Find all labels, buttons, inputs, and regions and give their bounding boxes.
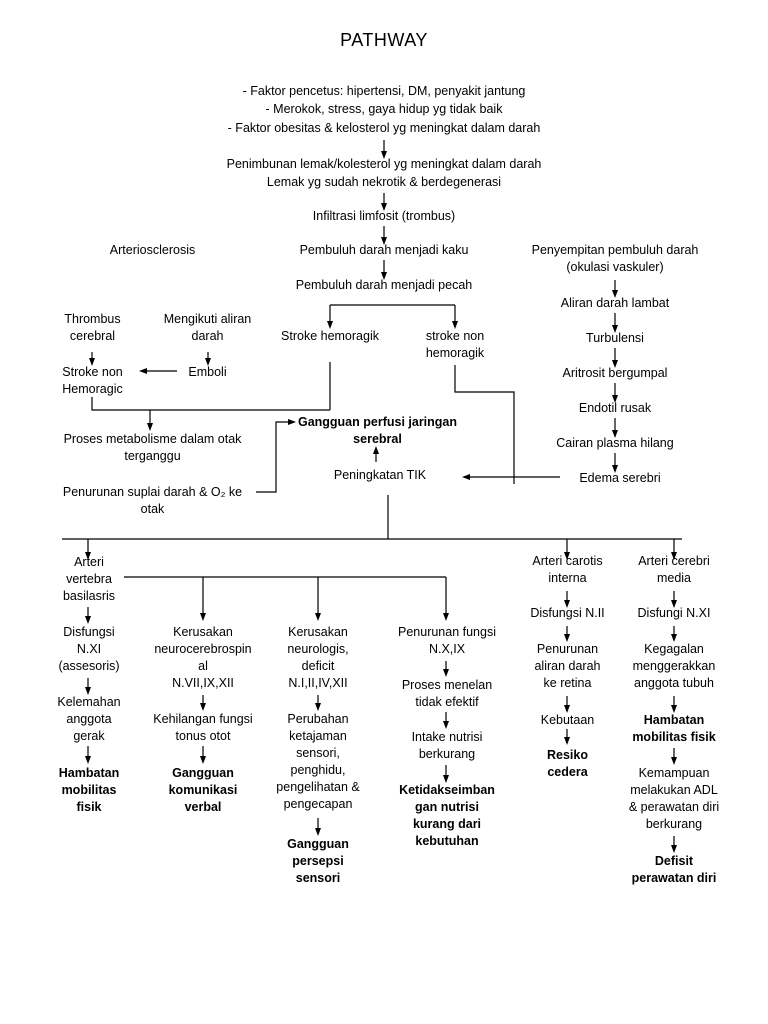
node-peningkatan-tik: Peningkatan TIK: [333, 468, 427, 482]
arrow-suplai-gangguan: [256, 419, 296, 493]
node-disfungsi-nii: Disfungsi N.II: [530, 606, 605, 620]
node-aritrosit: Aritrosit bergumpal: [562, 366, 668, 380]
node-kegagalan: Kegagalan menggerakkan anggota tubuh: [632, 642, 716, 690]
node-pembuluh-kaku: Pembuluh darah menjadi kaku: [299, 243, 469, 257]
node-kerusakan-neurologis: Kerusakan neurologis, deficit N.I,II,IV,…: [287, 625, 349, 690]
node-stroke-non-hemoragik: stroke non hemoragik: [425, 329, 485, 360]
node-resiko-cedera: Resiko cedera: [547, 748, 588, 779]
node-proses-metabolisme: Proses metabolisme dalam otak terganggu: [63, 432, 242, 463]
node-turbulensi: Turbulensi: [586, 331, 644, 345]
node-arteriosclerosis: Arteriosclerosis: [109, 243, 196, 257]
node-kehilangan-fungsi: Kehilangan fungsi tonus otot: [153, 712, 253, 743]
node-emboli: Emboli: [188, 365, 227, 379]
node-intake-nutrisi: Intake nutrisi berkurang: [411, 730, 483, 761]
node-disfungsi-nxi: Disfungsi N.XI (assesoris): [58, 625, 120, 673]
node-endotil: Endotil rusak: [578, 401, 652, 415]
node-hambatan-mobilitas-2: Hambatan mobilitas fisik: [632, 713, 716, 744]
node-arteri-vertebra: Arteri vertebra basilasris: [62, 555, 116, 603]
node-infiltrasi: Infiltrasi limfosit (trombus): [312, 209, 456, 223]
page-title: PATHWAY: [340, 30, 428, 50]
node-thrombus-cerebral: Thrombus cerebral: [64, 312, 121, 343]
node-mengikuti-aliran: Mengikuti aliran darah: [163, 312, 252, 343]
node-gangguan-komunikasi: Gangguan komunikasi verbal: [168, 766, 238, 814]
node-aliran-lambat: Aliran darah lambat: [560, 296, 670, 310]
node-proses-menelan: Proses menelan tidak efektif: [401, 678, 493, 709]
node-arteri-cerebri: Arteri cerebri media: [638, 554, 710, 585]
node-disfungi-nxi: Disfungi N.XI: [637, 606, 711, 620]
node-kebutaan: Kebutaan: [540, 713, 595, 727]
node-defisit-perawatan: Defisit perawatan diri: [631, 854, 717, 885]
node-faktor-obesitas: - Faktor obesitas & kelosterol yg mening…: [227, 121, 541, 135]
node-stroke-non-hemoragic: Stroke non Hemoragic: [62, 365, 123, 396]
node-arteri-carotis: Arteri carotis interna: [532, 554, 603, 585]
node-lemak-nekrotik: Lemak yg sudah nekrotik & berdegenerasi: [266, 175, 502, 189]
line-non-hemoragik-tik: [454, 365, 515, 484]
node-stroke-hemoragik: Stroke hemoragik: [281, 329, 379, 343]
node-edema-serebri: Edema serebri: [579, 471, 661, 485]
node-gangguan-perfusi: Gangguan perfusi jaringan serebral: [297, 415, 458, 446]
node-merokok: - Merokok, stress, gaya hidup yg tidak b…: [265, 102, 503, 116]
node-faktor-pencetus: - Faktor pencetus: hipertensi, DM, penya…: [242, 84, 526, 98]
node-penurunan-aliran-retina: Penurunan aliran darah ke retina: [534, 642, 601, 690]
node-penyempitan: Penyempitan pembuluh darah (okulasi vask…: [531, 243, 699, 274]
node-penimbunan-lemak: Penimbunan lemak/kolesterol yg meningkat…: [226, 157, 542, 171]
node-penurunan-fungsi: Penurunan fungsi N.X,IX: [398, 625, 496, 656]
node-kerusakan-neurocerebro: Kerusakan neurocerebrospin al N.VII,IX,X…: [154, 625, 252, 690]
node-cairan-plasma: Cairan plasma hilang: [556, 436, 674, 450]
node-hambatan-mobilitas-1: Hambatan mobilitas fisik: [58, 766, 120, 814]
node-gangguan-persepsi: Gangguan persepsi sensori: [287, 837, 349, 885]
node-perubahan-ketajaman: Perubahan ketajaman sensori, penghidu, p…: [276, 712, 360, 811]
node-penurunan-suplai: Penurunan suplai darah & O₂ ke otak: [62, 485, 243, 516]
node-ketidakseimbangan: Ketidakseimban gan nutrisi kurang dari k…: [399, 783, 495, 848]
node-kelemahan: Kelemahan anggota gerak: [57, 695, 121, 743]
node-pembuluh-pecah: Pembuluh darah menjadi pecah: [295, 278, 473, 292]
node-kemampuan-adl: Kemampuan melakukan ADL & perawatan diri…: [628, 766, 720, 831]
line-stroke-left-join: [91, 397, 330, 411]
